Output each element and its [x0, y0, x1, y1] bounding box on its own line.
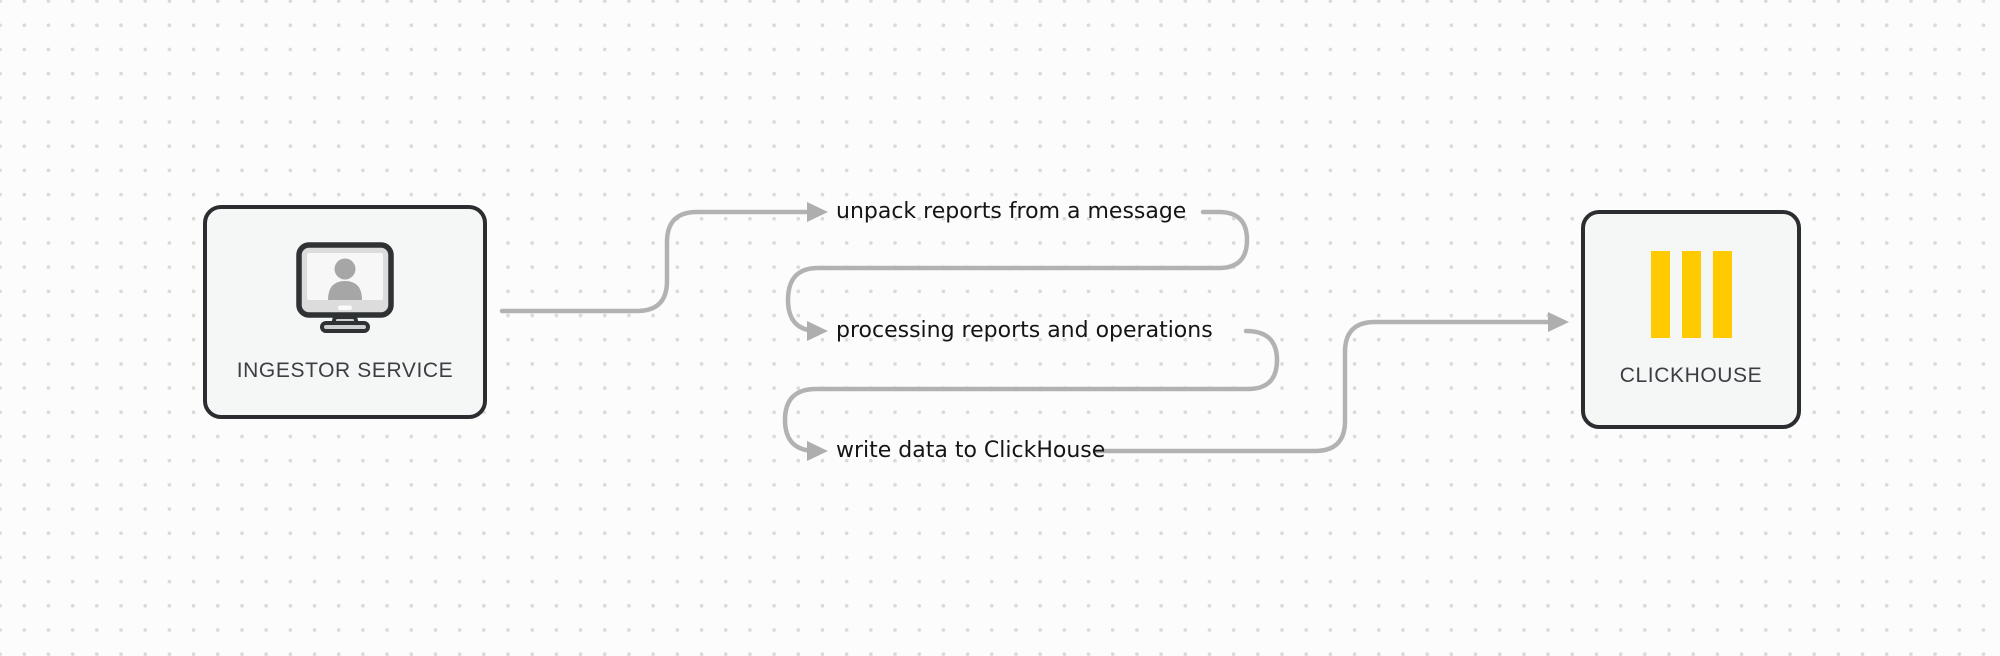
arrowhead-icon [1548, 312, 1569, 332]
node-label-clickhouse: CLICKHOUSE [1619, 364, 1763, 387]
node-ingestor-service[interactable]: INGESTOR SERVICE [203, 205, 487, 419]
clickhouse-logo-icon [1650, 251, 1732, 338]
flow-step-label-1: unpack reports from a message [836, 199, 1187, 224]
arrowhead-icon [807, 441, 828, 461]
flow-step-label-3: write data to ClickHouse [836, 438, 1106, 463]
node-clickhouse[interactable]: CLICKHOUSE [1581, 210, 1801, 429]
monitor-user-icon [296, 242, 394, 333]
connector-path [499, 209, 809, 314]
arrowhead-icon [807, 321, 828, 341]
arrowhead-icon [807, 202, 828, 222]
flow-step-label-2: processing reports and operations [836, 318, 1213, 343]
logo-bar [1650, 251, 1670, 338]
logo-bar [1681, 251, 1701, 338]
connector-path [782, 328, 1280, 454]
connector-ingestor-to-step1 [499, 202, 828, 314]
logo-bar [1712, 251, 1732, 338]
connector-path [785, 209, 1250, 334]
node-label-ingestor: INGESTOR SERVICE [236, 359, 454, 382]
